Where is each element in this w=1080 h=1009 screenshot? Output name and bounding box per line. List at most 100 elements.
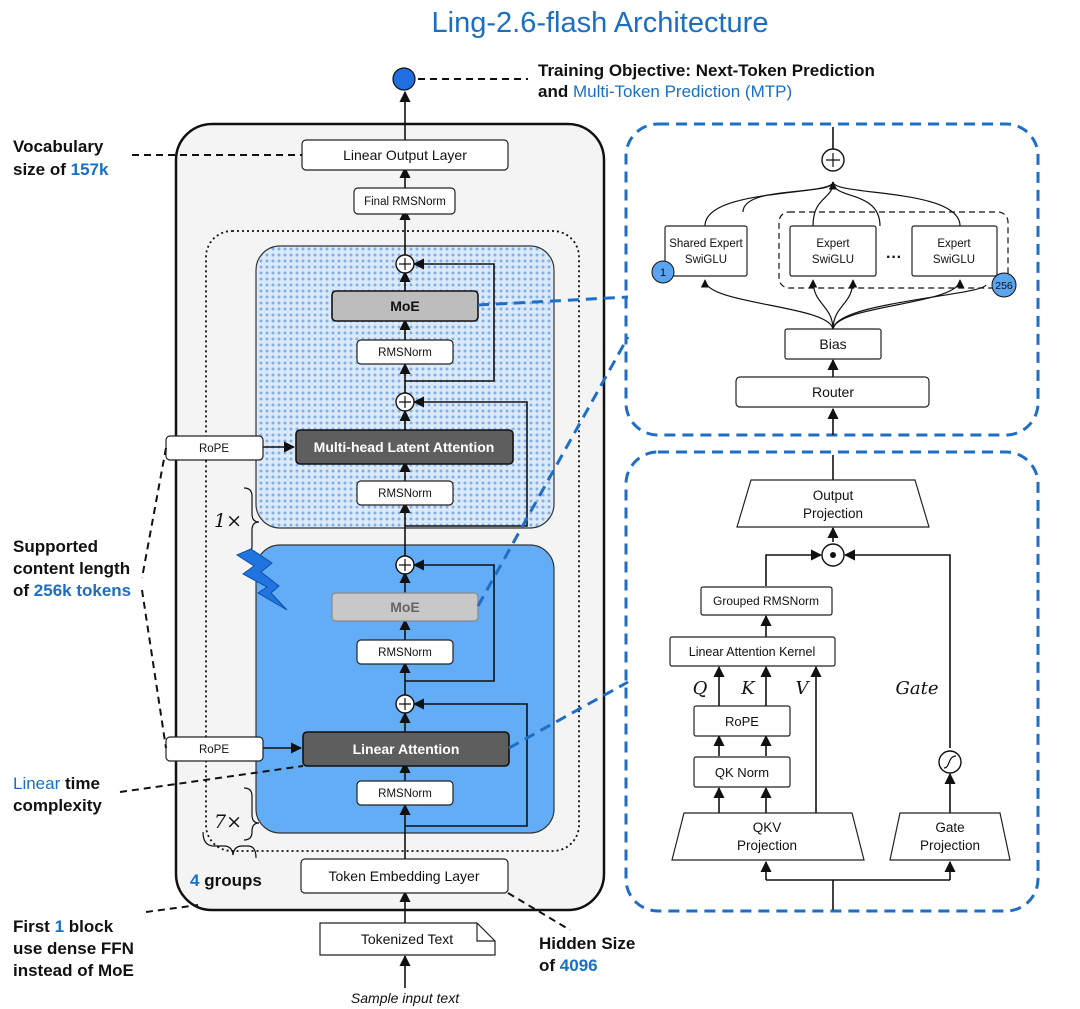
linear-time-line2: complexity — [13, 796, 102, 815]
expert-line1: Expert — [937, 238, 971, 250]
rope-label-top: RoPE — [199, 443, 229, 455]
expert-line2: SwiGLU — [812, 254, 854, 266]
dense-line1: First 1 block — [13, 917, 114, 936]
brace-icon — [202, 831, 257, 859]
expert-badge — [651, 260, 675, 284]
shared-expert-box — [664, 225, 748, 277]
output-projection-box — [736, 479, 930, 528]
gate-projection-line2: Projection — [920, 838, 980, 853]
vocab-line2: size of 157k — [13, 160, 109, 179]
gate-label: Gate — [896, 678, 939, 699]
grouped-rmsnorm-box — [700, 586, 833, 616]
context-line2: content length — [13, 559, 130, 578]
moe-label-top: MoE — [390, 298, 420, 314]
gate-projection-box — [889, 812, 1011, 861]
linear-attention-kernel-label: Linear Attention Kernel — [689, 645, 815, 659]
badge-first-label: 1 — [660, 267, 666, 279]
moe-box-top — [331, 290, 479, 322]
rmsnorm-box — [356, 639, 454, 665]
expert-sum-icon — [821, 148, 845, 172]
qkv-projection-line2: Projection — [737, 838, 797, 853]
repeat-count-bottom: 7× — [214, 811, 242, 833]
bias-box — [784, 328, 882, 360]
residual-add-icon — [395, 254, 415, 274]
vocab-line1: Vocabulary — [13, 137, 104, 156]
dense-line3: instead of MoE — [13, 961, 134, 980]
linear-time-line1: Linear time — [13, 774, 100, 793]
output-node — [392, 67, 416, 91]
dense-line2: use dense FFN — [13, 939, 134, 958]
hidden-size-line1: Hidden Size — [539, 934, 635, 953]
gate-projection-line1: Gate — [935, 820, 964, 835]
shared-expert-line1: Shared Expert — [669, 238, 743, 250]
brace-icon — [243, 787, 260, 841]
residual-add-icon — [395, 392, 415, 412]
group-container — [205, 230, 580, 852]
gating-multiply-icon — [821, 543, 845, 567]
expert-line1: Expert — [816, 238, 850, 250]
rope-detail-box — [693, 705, 791, 737]
mla-label: Multi-head Latent Attention — [314, 439, 495, 455]
expert-badge — [991, 272, 1017, 298]
context-line3: of 256k tokens — [13, 581, 131, 600]
rmsnorm-label: RMSNorm — [378, 788, 432, 800]
rope-label-bottom: RoPE — [199, 744, 229, 756]
v-label: V — [796, 678, 811, 699]
bias-label: Bias — [819, 336, 846, 352]
token-embedding-label: Token Embedding Layer — [329, 868, 480, 884]
experts-ellipsis: ··· — [886, 249, 902, 266]
moe-box-bottom — [331, 592, 479, 622]
training-objective-line1: Training Objective: Next-Token Predictio… — [538, 61, 875, 80]
attention-detail-panel — [624, 450, 1040, 913]
shared-expert-line2: SwiGLU — [685, 254, 727, 266]
token-embedding-box — [300, 858, 509, 894]
document-icon — [319, 922, 496, 956]
rmsnorm-label: RMSNorm — [378, 647, 432, 659]
repeat-count-top: 1× — [214, 510, 242, 532]
sample-input-label: Sample input text — [351, 990, 460, 1006]
grouped-rmsnorm-label: Grouped RMSNorm — [713, 594, 819, 608]
linear-attention-kernel-box — [669, 636, 836, 667]
final-rmsnorm-label: Final RMSNorm — [364, 196, 446, 208]
rope-detail-label: RoPE — [725, 714, 759, 729]
router-label: Router — [812, 384, 854, 400]
residual-add-icon — [395, 694, 415, 714]
residual-add-icon — [395, 555, 415, 575]
rmsnorm-label: RMSNorm — [378, 488, 432, 500]
routed-experts-group — [778, 211, 1009, 289]
expert-box — [911, 225, 998, 277]
qkv-projection-line1: QKV — [753, 820, 782, 835]
linear-output-layer-label: Linear Output Layer — [343, 147, 467, 163]
rmsnorm-label: RMSNorm — [378, 347, 432, 359]
moe-detail-panel — [624, 122, 1040, 437]
training-objective-line2: and Multi-Token Prediction (MTP) — [538, 82, 792, 101]
router-box — [735, 376, 930, 408]
linear-attention-label: Linear Attention — [353, 741, 460, 757]
qk-norm-label: QK Norm — [715, 765, 769, 780]
linear-attention-box — [302, 731, 510, 767]
output-projection-line1: Output — [813, 488, 854, 503]
context-line1: Supported — [13, 537, 98, 556]
tokenized-text-label: Tokenized Text — [361, 931, 453, 947]
rmsnorm-box — [356, 480, 454, 506]
final-rmsnorm-box — [353, 187, 456, 215]
rmsnorm-box — [356, 780, 454, 806]
rope-box-bottom — [165, 736, 264, 762]
k-label: K — [740, 678, 756, 699]
badge-last-label: 256 — [995, 280, 1013, 292]
q-label: Q — [693, 678, 708, 699]
diagram-title: Ling-2.6-flash Architecture — [432, 7, 769, 39]
output-projection-line2: Projection — [803, 506, 863, 521]
hidden-size-line2: of 4096 — [539, 956, 598, 975]
lightning-icon — [235, 548, 288, 611]
expert-line2: SwiGLU — [933, 254, 975, 266]
rmsnorm-box — [356, 339, 454, 365]
expert-box — [789, 225, 877, 277]
sigmoid-icon — [938, 750, 962, 774]
groups-label: 4 groups — [190, 871, 262, 890]
qk-norm-box — [693, 756, 791, 788]
qkv-projection-box — [671, 812, 865, 861]
moe-label-bottom: MoE — [390, 599, 420, 615]
mla-box — [295, 429, 514, 465]
